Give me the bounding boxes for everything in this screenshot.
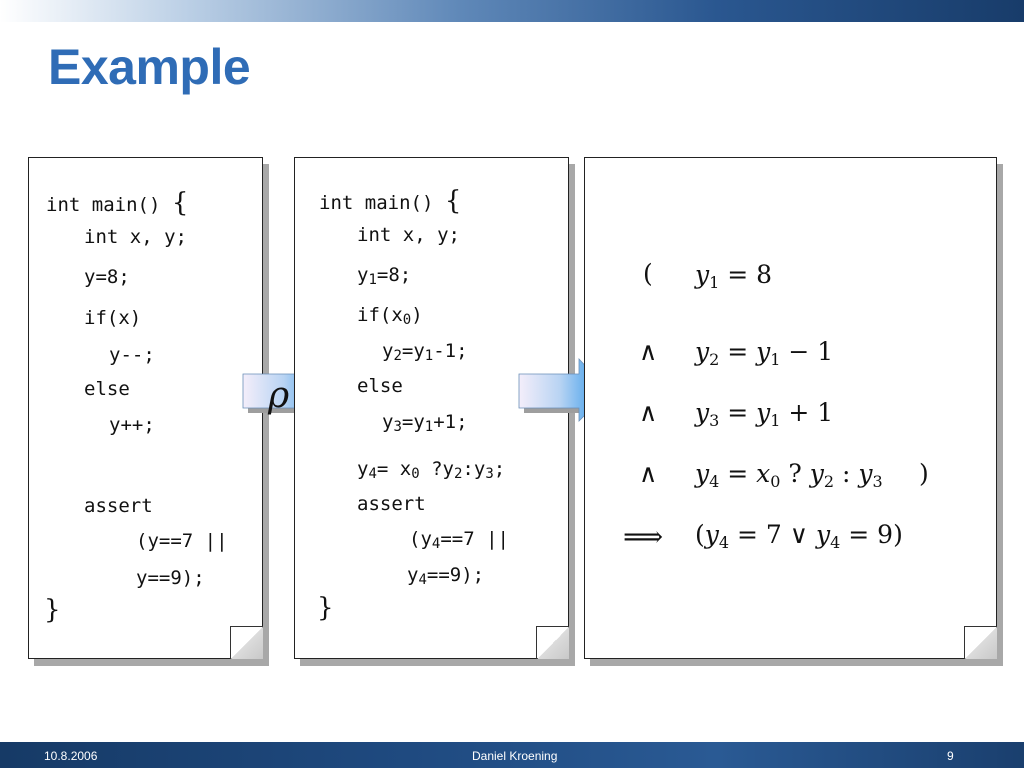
code-line: y4= x0 ?y2:y3; bbox=[357, 458, 506, 482]
constraint-2: y2 = y1 − 1 bbox=[695, 337, 834, 369]
open-paren: ( bbox=[643, 259, 653, 288]
code-line: int x, y; bbox=[357, 224, 460, 246]
top-band bbox=[0, 0, 1024, 22]
close-paren: ) bbox=[919, 459, 929, 488]
code-line: else bbox=[84, 378, 130, 400]
slide-title: Example bbox=[48, 39, 251, 95]
formula-page: ( y1 = 8 ∧ y2 = y1 − 1 ∧ y3 = y1 + 1 ∧ y… bbox=[584, 157, 997, 659]
original-program-page: int main() { int x, y; y=8; if(x) y--; e… bbox=[28, 157, 263, 659]
code-line: int main() { bbox=[319, 186, 462, 216]
code-line: (y==7 || bbox=[136, 530, 228, 552]
code-line: int main() { bbox=[46, 188, 189, 218]
code-line: y--; bbox=[109, 344, 155, 366]
close-brace: } bbox=[317, 593, 334, 623]
constraint-1: y1 = 8 bbox=[695, 260, 773, 292]
code-line: if(x0) bbox=[357, 304, 423, 328]
code-line: assert bbox=[357, 493, 426, 515]
code-line: y1=8; bbox=[357, 264, 412, 288]
code-line: y4==9); bbox=[407, 564, 485, 588]
page-fold bbox=[536, 626, 569, 659]
close-brace: } bbox=[44, 595, 61, 625]
property: (y4 = 7 ∨ y4 = 9) bbox=[695, 520, 903, 552]
code-line: int x, y; bbox=[84, 226, 187, 248]
code-line: y2=y1-1; bbox=[382, 340, 468, 364]
constraint-3: y3 = y1 + 1 bbox=[695, 398, 834, 430]
footer-date: 10.8.2006 bbox=[44, 749, 98, 763]
code-line: y3=y1+1; bbox=[382, 411, 468, 435]
code-line: (y4==7 || bbox=[409, 528, 509, 552]
code-line: y=8; bbox=[84, 266, 130, 288]
code-line: else bbox=[357, 375, 403, 397]
code-line: assert bbox=[84, 495, 153, 517]
and-operator: ∧ bbox=[639, 459, 658, 488]
code-line: y==9); bbox=[136, 567, 205, 589]
footer-page-number: 9 bbox=[947, 749, 954, 763]
footer-author: Daniel Kroening bbox=[472, 749, 558, 763]
constraint-4: y4 = x0 ? y2 : y3 bbox=[695, 459, 883, 491]
code-line: y++; bbox=[109, 414, 155, 436]
and-operator: ∧ bbox=[639, 398, 658, 427]
footer-bar: 10.8.2006 Daniel Kroening 9 bbox=[0, 742, 1024, 768]
and-operator: ∧ bbox=[639, 337, 658, 366]
page-fold bbox=[964, 626, 997, 659]
rho-symbol: ρ bbox=[268, 375, 290, 416]
page-fold bbox=[230, 626, 263, 659]
implies-operator: ⟹ bbox=[623, 520, 664, 553]
code-line: if(x) bbox=[84, 307, 142, 329]
